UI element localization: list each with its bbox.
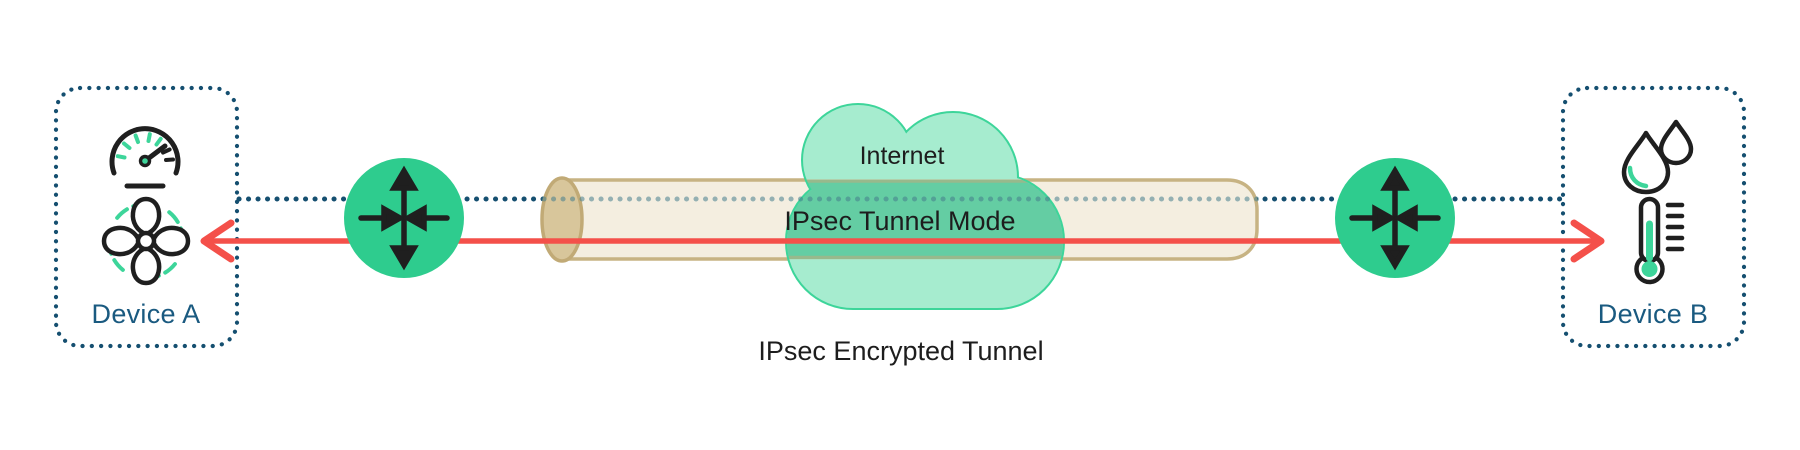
cloud-tunnel-overlap [787,179,1063,260]
router-left-icon [344,158,464,278]
tunnel-caption: IPsec Encrypted Tunnel [758,336,1043,366]
tunnel-mode-label: IPsec Tunnel Mode [784,206,1015,236]
tunnel-cap [540,176,584,263]
speedometer-icon [109,126,181,189]
arrowhead-right-icon [1570,219,1605,263]
device-a-label: Device A [92,299,201,329]
arrowhead-left-icon [200,219,235,263]
internet-label: Internet [860,142,945,170]
router-right-icon [1335,158,1455,278]
device-b-label: Device B [1598,299,1708,329]
fan-icon [101,196,191,286]
device-b-box: Device B [1560,85,1747,349]
internet-cloud [785,103,1065,310]
water-drops-icon [1621,119,1694,195]
thermometer-icon [1634,196,1685,285]
device-a-box: Device A [53,85,240,349]
